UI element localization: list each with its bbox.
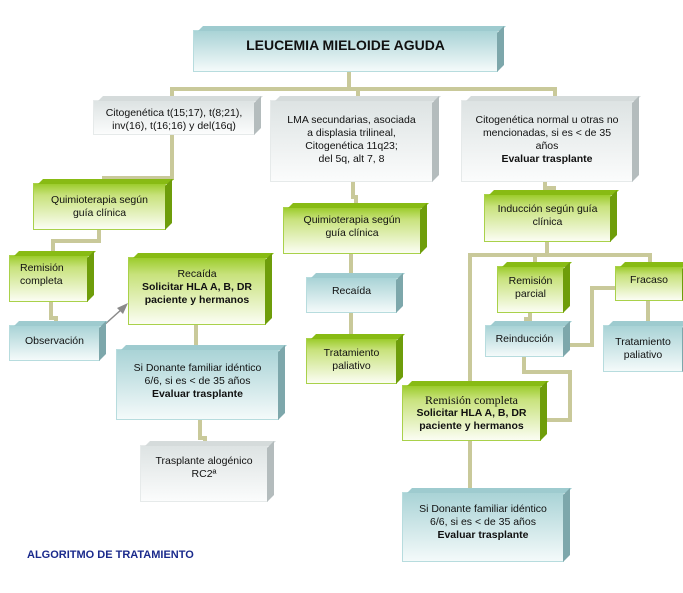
remision-completa-box-2: Remisión completa Solicitar HLA A, B, DR… (402, 385, 541, 441)
line: Recaída (331, 285, 372, 297)
line: del 5q, alt 7, 8 (318, 153, 385, 165)
line: Tratamiento (615, 336, 671, 348)
line: Si Donante familiar idéntico (133, 362, 262, 374)
line: Evaluar trasplante (501, 153, 593, 165)
line: Inducción según guía (497, 203, 598, 215)
line: años (535, 140, 559, 152)
line: guía clínica (72, 207, 127, 219)
line: Tratamiento (323, 347, 380, 359)
line: Remisión (508, 275, 553, 287)
donante-box-2: Si Donante familiar idéntico 6/6, si es … (402, 492, 564, 562)
branch-secondary-lma: LMA secundarias, asociada a displasia tr… (270, 100, 433, 182)
line: Quimioterapia según (303, 214, 401, 226)
line: Remisión (20, 262, 64, 274)
donante-box-1: Si Donante familiar idéntico 6/6, si es … (116, 349, 279, 420)
tratamiento-paliativo-box-2: Tratamiento paliativo (603, 325, 683, 372)
line: paliativo (332, 360, 371, 372)
remision-parcial-box: Remisión parcial (497, 266, 564, 313)
branch-favorable-cytogenetics: Citogenética t(15;17), t(8;21), inv(16),… (93, 100, 255, 135)
line: Quimioterapia según (51, 194, 148, 206)
line: Si Donante familiar idéntico (419, 503, 547, 515)
trasplante-box: Trasplante alogénico RC2ª (140, 445, 268, 502)
line: LMA secundarias, asociada (287, 114, 416, 126)
recaida-box-1: Recaída Solicitar HLA A, B, DR paciente … (128, 257, 266, 325)
line: Solicitar HLA A, B, DR (141, 281, 253, 293)
line: Citogenética normal u otras no (475, 114, 619, 126)
line: Citogenética 11q23; (305, 140, 398, 152)
line: Recaída (177, 268, 217, 280)
recaida-box-2: Recaída (306, 277, 397, 313)
line: guía clínica (325, 227, 379, 239)
line: inv(16), t(16;16) y del(16q) (112, 120, 236, 132)
reinduccion-box: Reinducción (485, 325, 564, 357)
arrow-observacion-to-recaida (102, 303, 128, 327)
line: Citogenética t(15;17), t(8;21), (105, 107, 243, 119)
line: Solicitar HLA A, B, DR (416, 407, 527, 419)
line: Evaluar trasplante (437, 529, 529, 541)
line: 6/6, si es < de 35 años (144, 375, 251, 387)
line: parcial (515, 288, 546, 300)
observacion-box: Observación (9, 325, 100, 361)
title-box: LEUCEMIA MIELOIDE AGUDA (193, 30, 498, 72)
title-text: LEUCEMIA MIELOIDE AGUDA (246, 37, 445, 53)
tratamiento-paliativo-box-1: Tratamiento paliativo (306, 338, 397, 384)
line: Remisión completa (425, 393, 518, 407)
quimioterapia-box-2: Quimioterapia según guía clínica (283, 207, 421, 254)
line: paciente y hermanos (144, 294, 250, 306)
line: completa (20, 275, 63, 287)
line: RC2ª (191, 468, 217, 480)
line: Observación (25, 335, 84, 347)
line: Trasplante alogénico (155, 455, 253, 467)
footer-caption: ALGORITMO DE TRATAMIENTO (27, 549, 194, 561)
line: mencionadas, si es < de 35 (482, 127, 612, 139)
branch-normal-cytogenetics: Citogenética normal u otras no mencionad… (461, 100, 633, 182)
line: 6/6, si es < de 35 años (430, 516, 536, 528)
line: Fracaso (630, 274, 668, 286)
line: paliativo (623, 349, 663, 361)
line: a displasia trilineal, (307, 127, 396, 139)
fracaso-box: Fracaso (615, 266, 683, 301)
remision-completa-box-1: Remisión completa (9, 255, 88, 302)
line: Evaluar trasplante (151, 388, 244, 400)
induccion-box: Inducción según guía clínica (484, 194, 611, 242)
line: clínica (532, 216, 563, 228)
line: Reinducción (495, 333, 554, 345)
connector-lines (49, 72, 652, 492)
line: paciente y hermanos (419, 420, 524, 432)
quimioterapia-box-1: Quimioterapia según guía clínica (33, 183, 166, 230)
